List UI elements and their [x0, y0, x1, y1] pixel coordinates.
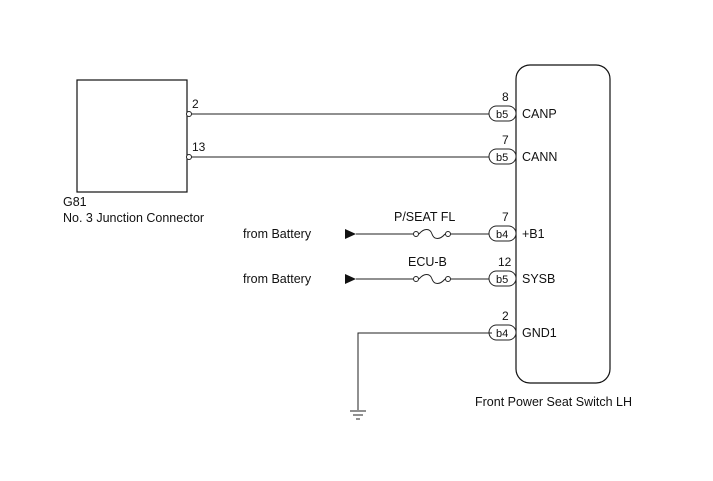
connector-badge-b1 [488, 225, 517, 242]
junction-connector-box [76, 79, 188, 193]
junction-connector-name: No. 3 Junction Connector [63, 211, 204, 225]
fuse-icon [418, 229, 446, 239]
fuse-icon [418, 274, 446, 284]
terminal-pin-b1: 7 [502, 210, 509, 224]
terminal-signal-sysb: SYSB [522, 272, 555, 286]
terminal-pin-canp: 8 [502, 90, 509, 104]
fuse-terminal [445, 276, 451, 282]
terminal-pin-gnd1: 2 [502, 309, 509, 323]
arrow-icon [345, 229, 356, 239]
connector-code-b1: b4 [496, 229, 508, 241]
terminal-pin-sysb: 12 [498, 255, 512, 269]
battery-source-2: from Battery [243, 272, 312, 286]
connector-badge-cann [488, 148, 517, 165]
switch-name: Front Power Seat Switch LH [475, 395, 632, 409]
connector-code-sysb: b5 [496, 274, 508, 286]
junction-pin-13: 13 [192, 140, 206, 154]
terminal-signal-b1: +B1 [522, 227, 545, 241]
connector-badge-canp [488, 105, 517, 122]
wire-gnd1 [357, 332, 492, 410]
connector-code-gnd1: b4 [496, 328, 508, 340]
ground-icon [350, 410, 366, 420]
fuse-name-ecub: ECU-B [408, 255, 447, 269]
fuse-terminal [413, 276, 419, 282]
terminal-dot-icon [186, 154, 192, 160]
connector-badge-sysb [488, 270, 517, 287]
fuse-terminal [413, 231, 419, 237]
fuse-name-pseat: P/SEAT FL [394, 210, 455, 224]
terminal-signal-canp: CANP [522, 107, 557, 121]
switch-box [515, 64, 611, 384]
connector-code-canp: b5 [496, 109, 508, 121]
terminal-dot-icon [186, 111, 192, 117]
battery-source-1: from Battery [243, 227, 312, 241]
terminal-pin-cann: 7 [502, 133, 509, 147]
junction-connector-code: G81 [63, 195, 87, 209]
connector-code-cann: b5 [496, 152, 508, 164]
fuse-terminal [445, 231, 451, 237]
terminal-signal-cann: CANN [522, 150, 557, 164]
terminal-signal-gnd1: GND1 [522, 326, 557, 340]
junction-pin-2: 2 [192, 97, 199, 111]
arrow-icon [345, 274, 356, 284]
